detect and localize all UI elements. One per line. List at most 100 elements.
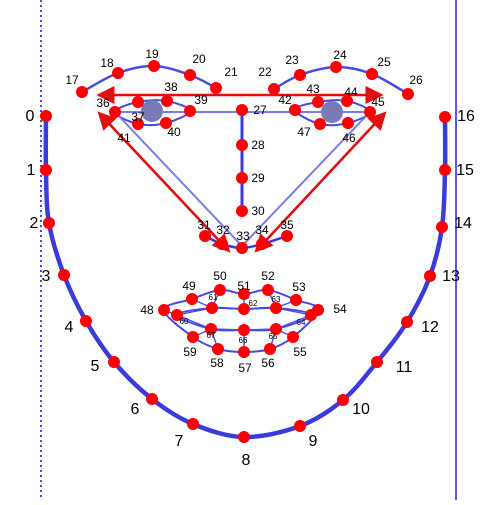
landmark-label-8: 8 bbox=[242, 452, 251, 469]
landmark-point-50 bbox=[214, 284, 226, 296]
landmark-point-5 bbox=[108, 356, 120, 368]
landmark-label-11: 11 bbox=[396, 359, 413, 376]
landmark-point-58 bbox=[212, 343, 224, 355]
landmark-label-18: 18 bbox=[100, 56, 114, 70]
right-brow-contour bbox=[272, 65, 410, 96]
landmark-point-38 bbox=[161, 95, 173, 107]
landmark-point-48 bbox=[158, 304, 170, 316]
landmark-point-16 bbox=[439, 111, 451, 123]
landmark-point-1 bbox=[40, 164, 52, 176]
landmark-label-43: 43 bbox=[306, 82, 320, 96]
landmark-label-64: 64 bbox=[297, 318, 306, 327]
landmark-label-66: 66 bbox=[239, 336, 248, 345]
landmark-point-41 bbox=[132, 118, 144, 130]
landmark-label-65: 65 bbox=[269, 332, 278, 341]
landmark-label-46: 46 bbox=[342, 131, 356, 145]
landmark-label-14: 14 bbox=[454, 215, 472, 232]
landmark-label-3: 3 bbox=[42, 268, 51, 285]
landmark-point-64 bbox=[305, 309, 317, 321]
landmark-point-44 bbox=[341, 95, 353, 107]
landmark-point-46 bbox=[342, 117, 354, 129]
landmark-label-38: 38 bbox=[164, 80, 178, 94]
landmark-point-18 bbox=[112, 67, 124, 79]
landmark-point-29 bbox=[236, 172, 248, 184]
landmark-label-57: 57 bbox=[238, 361, 252, 375]
landmark-label-28: 28 bbox=[251, 138, 265, 152]
landmark-points bbox=[40, 60, 451, 443]
landmark-point-26 bbox=[402, 88, 414, 100]
landmark-label-48: 48 bbox=[140, 303, 154, 317]
landmark-point-51 bbox=[238, 288, 250, 300]
landmark-label-41: 41 bbox=[117, 131, 131, 145]
landmark-point-45 bbox=[364, 106, 376, 118]
landmark-label-6: 6 bbox=[131, 401, 140, 418]
landmark-label-32: 32 bbox=[216, 223, 230, 237]
landmark-point-13 bbox=[424, 270, 436, 282]
landmark-point-42 bbox=[289, 104, 301, 116]
landmark-label-5: 5 bbox=[91, 358, 100, 375]
landmark-label-7: 7 bbox=[175, 433, 184, 450]
landmark-label-15: 15 bbox=[456, 162, 474, 179]
landmark-point-31 bbox=[199, 230, 211, 242]
landmark-point-22 bbox=[268, 83, 280, 95]
landmark-label-51: 51 bbox=[237, 279, 251, 293]
landmark-point-19 bbox=[148, 60, 160, 72]
landmark-point-25 bbox=[366, 68, 378, 80]
landmark-point-17 bbox=[76, 86, 88, 98]
landmark-label-4: 4 bbox=[65, 319, 74, 336]
landmark-point-63 bbox=[270, 302, 282, 314]
landmark-label-0: 0 bbox=[26, 108, 35, 125]
landmark-point-10 bbox=[337, 394, 349, 406]
landmark-point-53 bbox=[290, 294, 302, 306]
landmark-label-37: 37 bbox=[131, 110, 145, 124]
landmark-label-10: 10 bbox=[352, 401, 370, 418]
landmark-label-26: 26 bbox=[409, 73, 423, 87]
landmark-label-49: 49 bbox=[182, 279, 196, 293]
landmark-point-62 bbox=[238, 303, 250, 315]
landmark-point-11 bbox=[371, 356, 383, 368]
landmark-label-53: 53 bbox=[292, 280, 306, 294]
landmark-point-15 bbox=[439, 164, 451, 176]
landmark-point-37 bbox=[132, 96, 144, 108]
landmark-point-27 bbox=[236, 104, 248, 116]
landmark-point-49 bbox=[186, 293, 198, 305]
landmark-point-57 bbox=[238, 346, 250, 358]
lip-mesh-line bbox=[275, 314, 312, 330]
landmark-point-21 bbox=[210, 82, 222, 94]
landmark-label-36: 36 bbox=[96, 96, 110, 110]
landmark-label-61: 61 bbox=[209, 293, 218, 302]
landmark-label-31: 31 bbox=[197, 218, 211, 232]
landmark-point-0 bbox=[40, 110, 52, 122]
landmark-point-14 bbox=[436, 221, 448, 233]
measurement-arrows bbox=[96, 85, 387, 253]
landmark-label-35: 35 bbox=[280, 218, 294, 232]
landmark-label-52: 52 bbox=[261, 269, 275, 283]
landmark-label-29: 29 bbox=[251, 171, 265, 185]
landmark-point-30 bbox=[236, 205, 248, 217]
landmark-point-55 bbox=[287, 331, 299, 343]
landmark-point-65 bbox=[270, 323, 282, 335]
guide-lines bbox=[40, 0, 457, 500]
landmark-label-13: 13 bbox=[442, 268, 460, 285]
landmark-point-52 bbox=[262, 284, 274, 296]
landmark-label-16: 16 bbox=[457, 108, 475, 125]
landmark-label-9: 9 bbox=[309, 433, 318, 450]
landmark-point-8 bbox=[238, 431, 250, 443]
landmark-label-63: 63 bbox=[272, 295, 281, 304]
landmark-point-67 bbox=[205, 323, 217, 335]
landmark-point-20 bbox=[184, 69, 196, 81]
landmark-label-30: 30 bbox=[251, 204, 265, 218]
landmark-label-59: 59 bbox=[183, 345, 197, 359]
landmark-label-17: 17 bbox=[65, 73, 79, 87]
landmark-label-22: 22 bbox=[258, 65, 272, 79]
landmark-label-2: 2 bbox=[30, 215, 39, 232]
landmark-point-43 bbox=[312, 96, 324, 108]
landmark-label-34: 34 bbox=[255, 223, 269, 237]
jaw-contour bbox=[41, 113, 448, 440]
landmark-label-62: 62 bbox=[249, 299, 258, 308]
landmark-label-39: 39 bbox=[194, 93, 208, 107]
landmark-point-35 bbox=[281, 230, 293, 242]
